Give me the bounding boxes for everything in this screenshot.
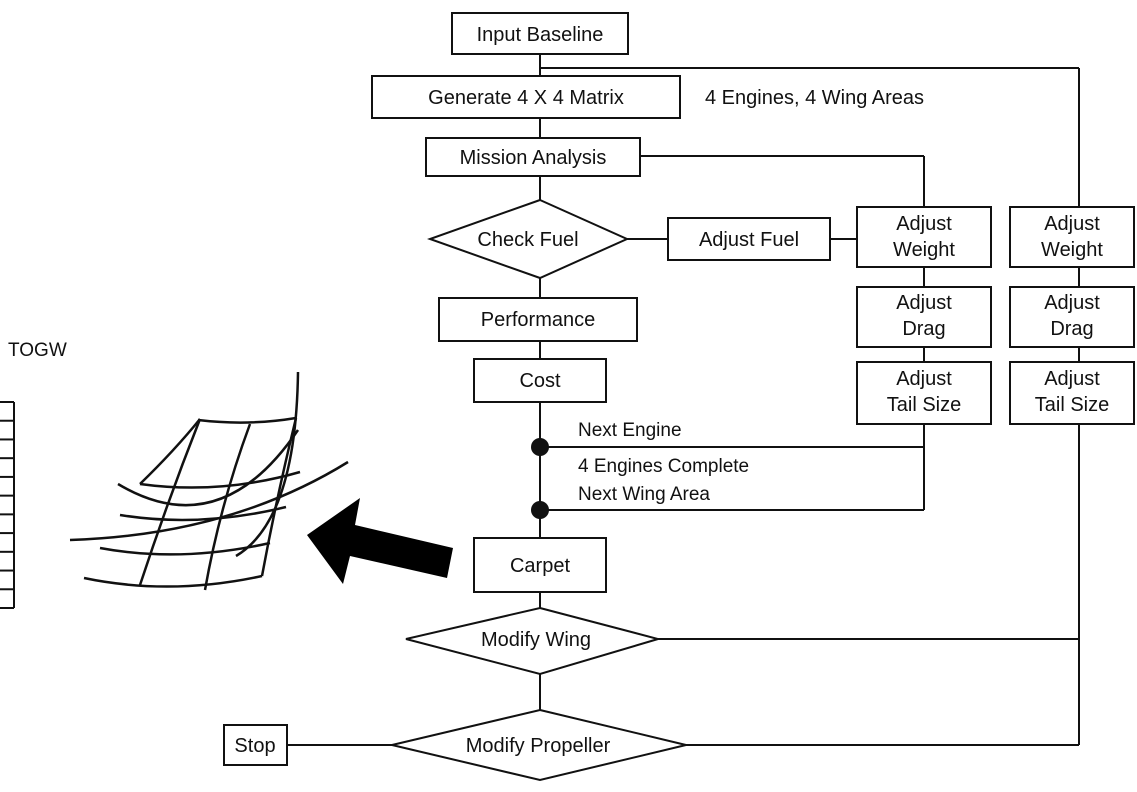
carpet-grid-line	[197, 416, 297, 424]
matrix-note: 4 Engines, 4 Wing Areas	[705, 87, 924, 109]
carpet-curve	[117, 429, 300, 507]
modify-wing-diamond	[405, 606, 662, 676]
carpet-label: Carpet	[510, 555, 570, 577]
col1-adjust-weight-line2: Weight	[893, 239, 955, 261]
col1-adjust-tail-line1: Adjust	[896, 368, 952, 390]
col2-adjust-weight-line1: Adjust	[1044, 213, 1100, 235]
col2-adjust-tail-line1: Adjust	[1044, 368, 1100, 390]
col1-adjust-weight-line1: Adjust	[896, 213, 952, 235]
input-baseline-label: Input Baseline	[477, 24, 604, 46]
col1-adjust-tail-box	[856, 361, 992, 425]
cost-label: Cost	[519, 370, 561, 392]
junction-next-engine	[531, 438, 549, 456]
check-fuel-diamond	[427, 198, 630, 280]
input-baseline-box	[451, 12, 629, 55]
carpet-curve	[69, 460, 349, 542]
performance-box	[438, 297, 638, 342]
stop-label: Stop	[234, 735, 275, 757]
col1-adjust-tail-line2: Tail Size	[887, 394, 961, 416]
carpet-box	[473, 537, 607, 593]
adjust-column-1: Adjust Weight Adjust Drag Adjust Tail Si…	[856, 206, 992, 425]
carpet-grid-line	[203, 423, 252, 591]
modify-propeller-label: Modify Propeller	[466, 735, 611, 757]
carpet-arrow-icon	[307, 498, 453, 584]
col2-adjust-drag-box	[1009, 286, 1135, 348]
next-engine-label: Next Engine	[578, 420, 682, 441]
carpet-grid-line	[119, 505, 287, 522]
mission-analysis-label: Mission Analysis	[460, 147, 607, 169]
engines-complete-label: 4 Engines Complete	[578, 456, 749, 477]
carpet-grid-line	[139, 418, 201, 485]
togw-axis	[0, 401, 15, 609]
connectors	[287, 54, 1080, 746]
junction-next-wing-area	[531, 501, 549, 519]
carpet-grid	[69, 371, 349, 591]
col1-adjust-drag-box	[856, 286, 992, 348]
mission-analysis-box	[425, 137, 641, 177]
col1-adjust-drag-line1: Adjust	[896, 292, 952, 314]
adjust-column-2: Adjust Weight Adjust Drag Adjust Tail Si…	[1009, 206, 1135, 425]
togw-axis-label: TOGW	[8, 340, 67, 361]
col2-adjust-tail-box	[1009, 361, 1135, 425]
modify-propeller-diamond	[391, 708, 687, 782]
generate-matrix-label: Generate 4 X 4 Matrix	[428, 87, 624, 109]
adjust-fuel-box	[667, 217, 831, 261]
carpet-grid-line	[139, 470, 301, 489]
col2-adjust-weight-box	[1009, 206, 1135, 268]
carpet-grid-line	[138, 418, 202, 586]
col2-adjust-weight-line2: Weight	[1041, 239, 1103, 261]
carpet-curve	[235, 371, 300, 558]
adjust-fuel-label: Adjust Fuel	[699, 229, 799, 251]
carpet-grid-line	[83, 574, 263, 588]
carpet-plot: TOGW	[0, 340, 453, 609]
col1-adjust-weight-box	[856, 206, 992, 268]
cost-box	[473, 358, 607, 403]
performance-label: Performance	[481, 309, 596, 331]
stop-box	[223, 724, 288, 766]
generate-matrix-box	[371, 75, 681, 119]
modify-wing-label: Modify Wing	[481, 629, 591, 651]
col1-adjust-drag-line2: Drag	[902, 318, 945, 340]
next-wing-area-label: Next Wing Area	[578, 484, 710, 505]
check-fuel-label: Check Fuel	[477, 229, 578, 251]
col2-adjust-drag-line1: Adjust	[1044, 292, 1100, 314]
col2-adjust-tail-line2: Tail Size	[1035, 394, 1109, 416]
col2-adjust-drag-line2: Drag	[1050, 318, 1093, 340]
